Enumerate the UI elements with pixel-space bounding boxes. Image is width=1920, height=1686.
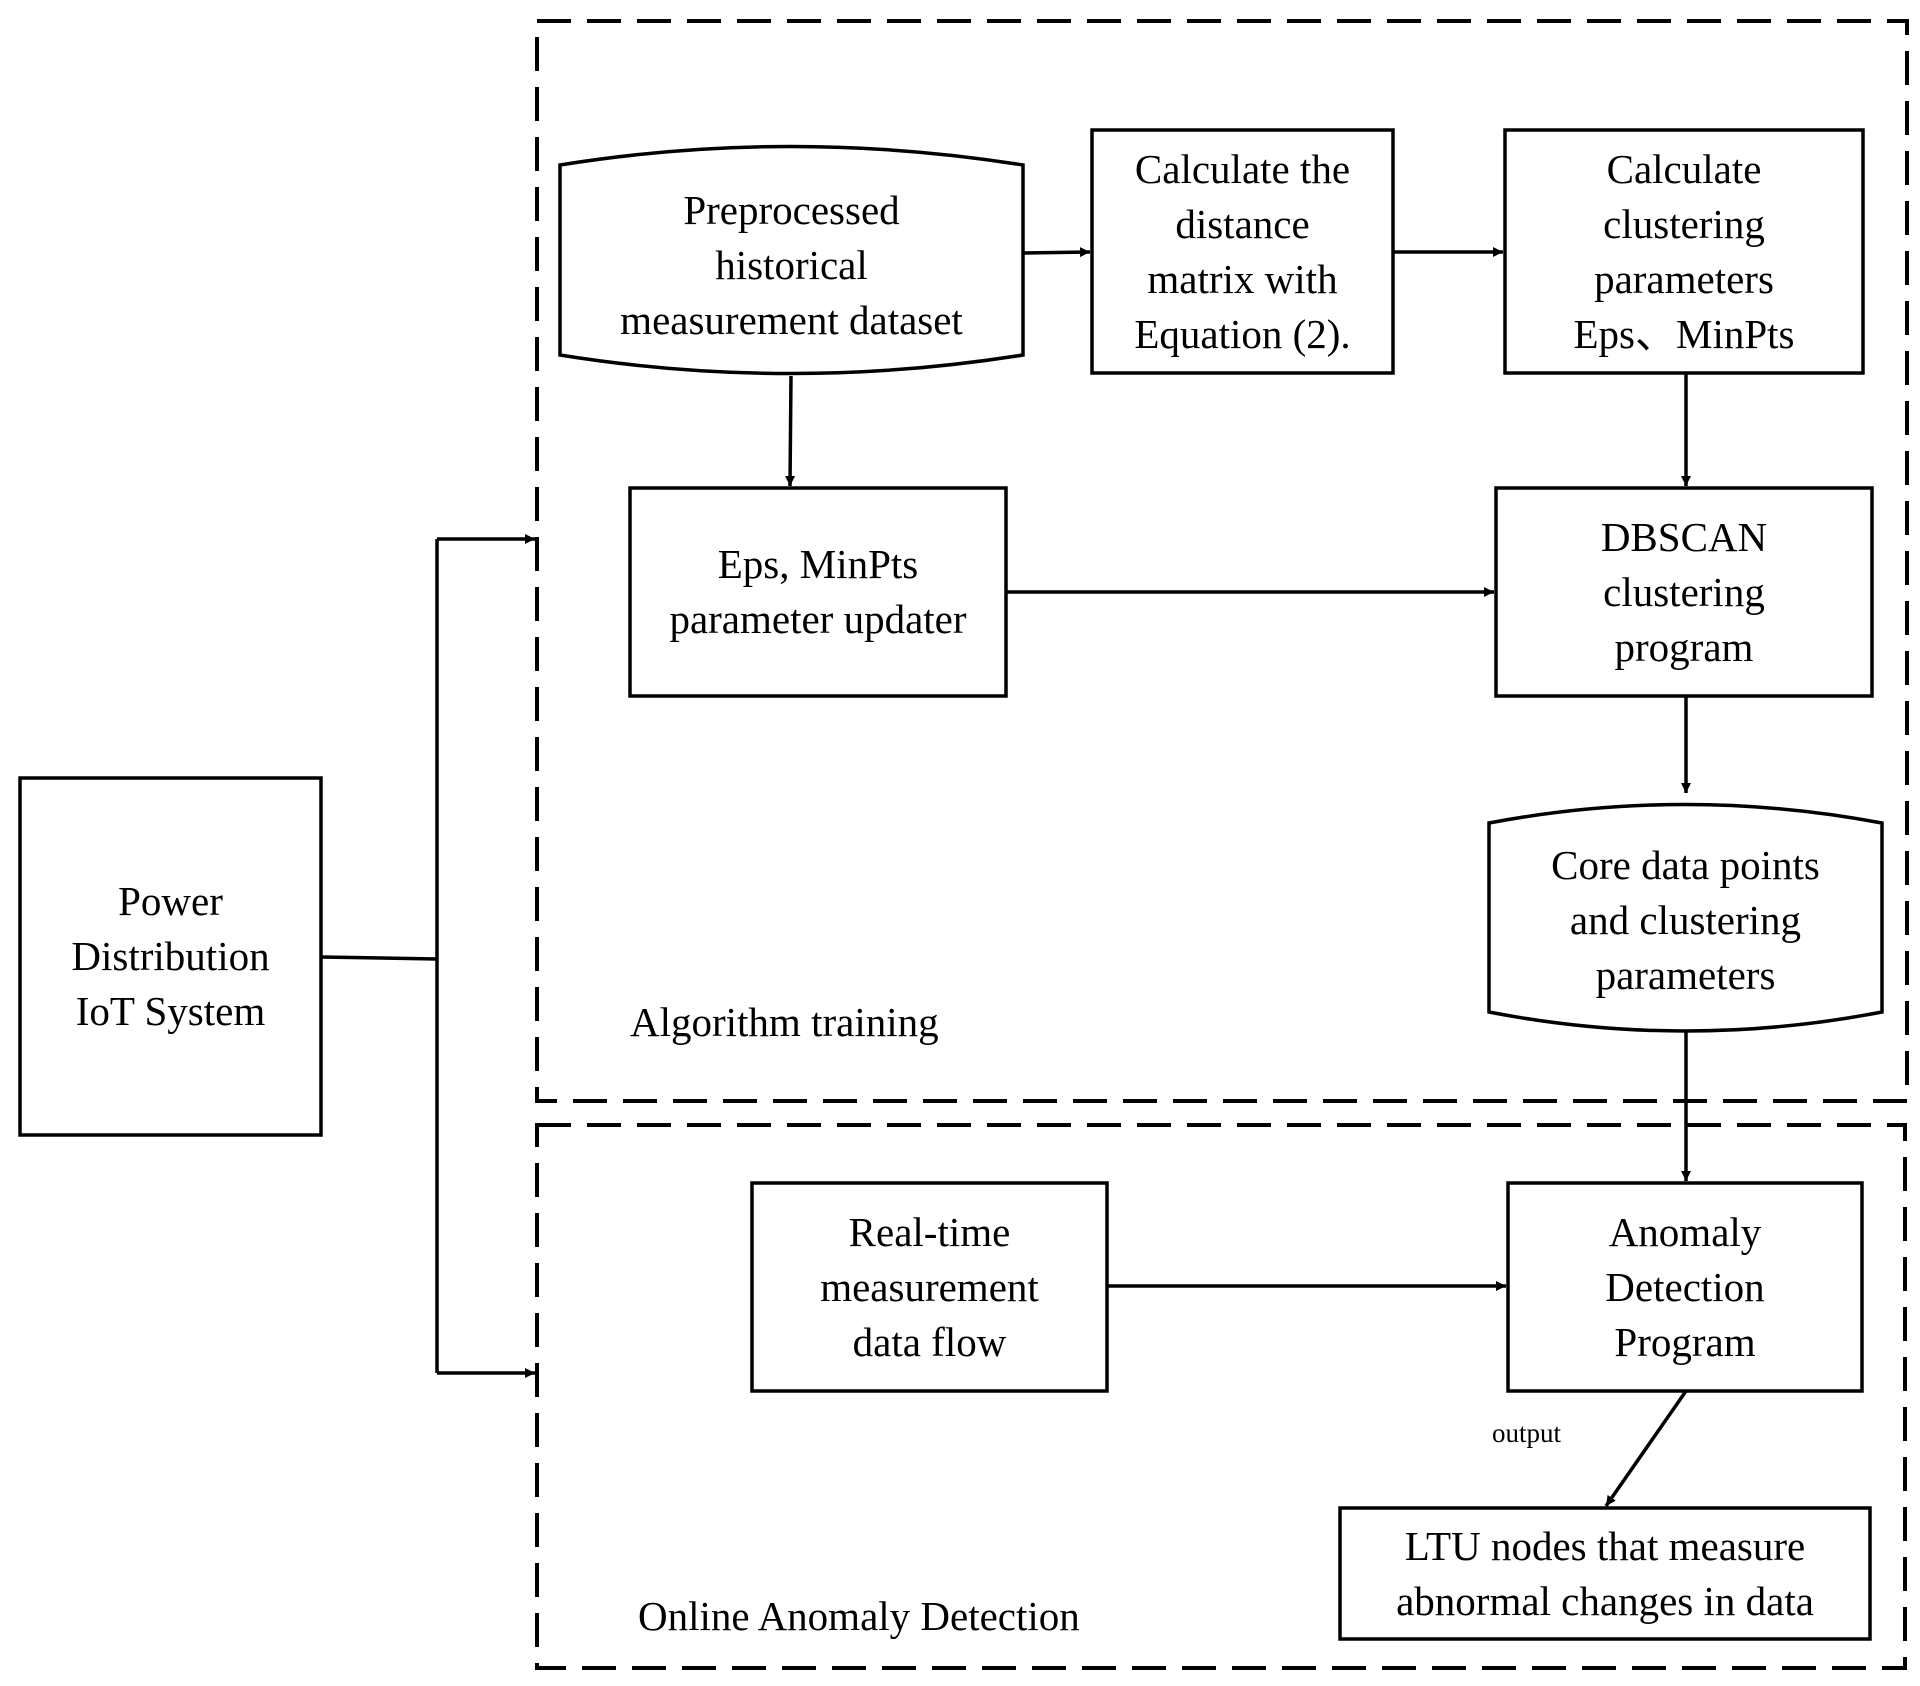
- node-text-line: Calculate: [1606, 145, 1762, 192]
- node-text-line: parameters: [1594, 255, 1774, 302]
- ltu-output-text: LTU nodes that measure abnormal changes i…: [1340, 1508, 1870, 1639]
- node-text-line: Distribution: [71, 933, 270, 979]
- edge-anomaly-to-ltu: [1604, 1390, 1688, 1507]
- node-text-line: Equation (2).: [1134, 310, 1351, 357]
- algorithm-training-frame: [535, 19, 1909, 1103]
- node-text-line: Core data points: [1551, 841, 1820, 888]
- realtime-flow-box: [750, 1181, 1109, 1393]
- node-text-line: Eps、MinPts: [1573, 310, 1795, 357]
- node-text-line: matrix with: [1147, 255, 1338, 302]
- realtime-flow-text-lines: Real-time measurement data flow: [820, 1205, 1039, 1370]
- realtime-flow-text: Real-time measurement data flow: [752, 1183, 1107, 1391]
- node-text-line: Eps, MinPts: [717, 541, 919, 587]
- node-text-line: Anomaly: [1608, 1208, 1762, 1255]
- ltu-output-text-lines: LTU nodes that measure abnormal changes i…: [1396, 1519, 1814, 1629]
- node-text-line: clustering: [1603, 200, 1765, 247]
- historical-dataset-text: Preprocessed historical measurement datase…: [560, 180, 1023, 350]
- node-text-line: Detection: [1605, 1263, 1765, 1310]
- node-text-line: Program: [1614, 1318, 1756, 1365]
- node-text-line: IoT System: [75, 988, 266, 1034]
- node-text-line: distance: [1175, 200, 1310, 247]
- node-text-line: parameter updater: [669, 596, 967, 642]
- core-data-text: Core data points and clustering parameters: [1489, 840, 1882, 1000]
- algorithm-training-label: Algorithm training: [630, 999, 939, 1045]
- ltu-output-box: [1338, 1506, 1872, 1641]
- param-updater-box: [628, 486, 1008, 698]
- edge-power-to-trunk: [320, 955, 438, 961]
- historical-dataset-store: [558, 144, 1025, 376]
- online-detection-frame: [535, 1123, 1907, 1670]
- node-text-line: LTU nodes that measure: [1404, 1522, 1806, 1569]
- node-text-line: Preprocessed: [683, 186, 900, 233]
- dbscan-box: [1494, 486, 1874, 698]
- edge-dataset-to-updater: [785, 375, 796, 487]
- anomaly-program-box: [1506, 1181, 1864, 1393]
- online-detection-label: Online Anomaly Detection: [638, 1593, 1080, 1639]
- param-updater-text-lines: Eps, MinPts parameter updater: [669, 537, 966, 647]
- node-text-line: program: [1614, 623, 1754, 670]
- node-text-line: measurement: [820, 1263, 1039, 1310]
- core-data-text-lines: Core data points and clustering parameters: [1551, 838, 1820, 1003]
- distance-matrix-box: [1090, 128, 1395, 375]
- power-system-box: [18, 776, 323, 1137]
- node-text-line: clustering: [1603, 568, 1765, 615]
- dbscan-text: DBSCAN clustering program: [1496, 488, 1872, 696]
- node-text-line: Power: [118, 878, 223, 924]
- node-text-line: data flow: [852, 1318, 1007, 1365]
- node-text-line: DBSCAN: [1600, 513, 1768, 560]
- output-edge-label: output: [1492, 1418, 1562, 1448]
- clustering-params-box: [1503, 128, 1865, 375]
- node-text-line: measurement dataset: [620, 296, 963, 343]
- node-text-line: parameters: [1595, 951, 1776, 998]
- node-text-line: Calculate the: [1134, 145, 1351, 192]
- dbscan-text-lines: DBSCAN clustering program: [1601, 510, 1767, 675]
- node-text-line: abnormal changes in data: [1396, 1577, 1814, 1624]
- historical-dataset-text-lines: Preprocessed historical measurement datase…: [620, 183, 963, 348]
- node-text-line: Real-time: [848, 1208, 1011, 1255]
- edge-dataset-to-distance: [1022, 247, 1091, 258]
- node-text-line: and clustering: [1569, 896, 1802, 943]
- node-text-line: historical: [715, 241, 868, 288]
- param-updater-text: Eps, MinPts parameter updater: [630, 488, 1006, 696]
- core-data-store: [1487, 802, 1884, 1033]
